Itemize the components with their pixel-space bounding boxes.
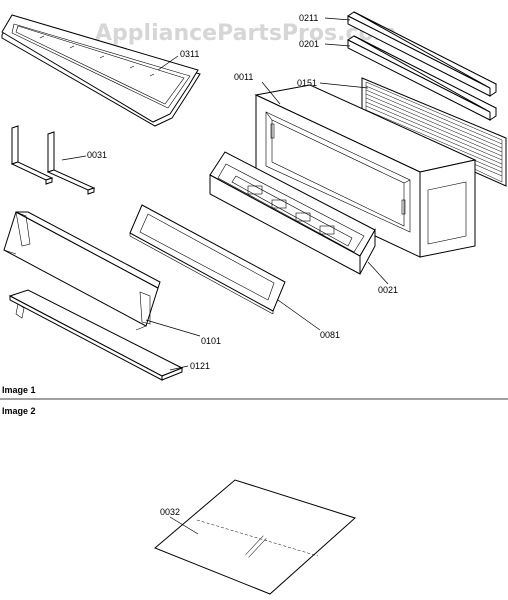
part-0081-gasket — [129, 204, 286, 315]
part-label-0201: 0201 — [299, 39, 319, 49]
part-0311-frame-panel — [1, 14, 201, 127]
part-label-0211: 0211 — [299, 13, 318, 23]
part-label-0101: 0101 — [201, 336, 221, 346]
part-0021-bezel — [209, 151, 376, 275]
watermark-text: AppliancePartsPros.com — [95, 21, 397, 46]
part-label-0151: 0151 — [297, 78, 317, 88]
part-label-0081: 0081 — [320, 330, 340, 340]
part-label-0311: 0311 — [180, 49, 199, 59]
part-0211-strip — [347, 11, 497, 97]
part-label-0032: 0032 — [160, 507, 180, 517]
part-label-0011: 0011 — [234, 72, 253, 82]
part-0032-instruction-sheet — [154, 479, 356, 595]
part-0201-strip — [347, 35, 497, 121]
part-label-0021: 0021 — [378, 285, 398, 295]
part-0031-brackets — [10, 125, 96, 195]
section-label-image-2: Image 2 — [2, 406, 36, 416]
section-label-image-1: Image 1 — [2, 385, 36, 395]
part-0101-rail — [3, 211, 161, 331]
part-0011-housing — [254, 84, 477, 258]
part-label-0031: 0031 — [87, 150, 107, 160]
part-label-0121: 0121 — [190, 361, 210, 371]
part-0121-shelf — [8, 289, 184, 381]
